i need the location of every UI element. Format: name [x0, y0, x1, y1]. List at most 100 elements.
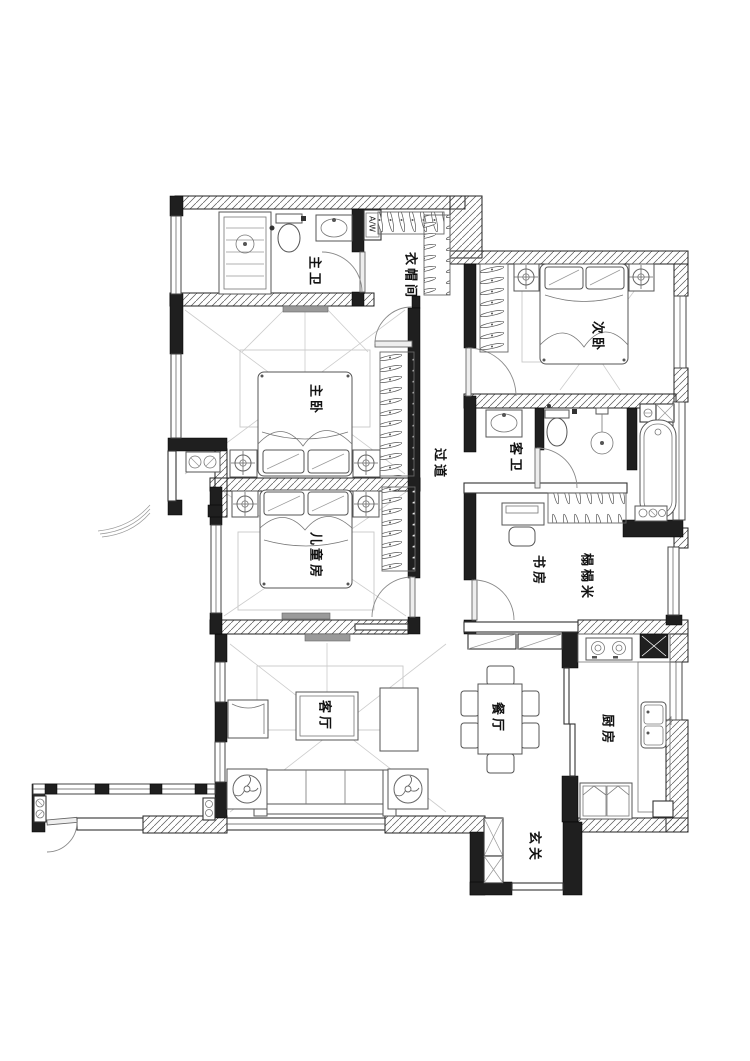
bathroom-sink-icon — [315, 214, 353, 242]
room-label-master-bathroom: 主卫 — [306, 255, 322, 289]
double-bed-icon — [257, 371, 353, 477]
control-box-icon — [634, 505, 668, 522]
wardrobe-icon — [381, 486, 416, 572]
room-label-children-room: 儿童房 — [307, 531, 323, 581]
side-cabinet-icon — [379, 687, 419, 752]
nightstand-icon — [352, 449, 381, 478]
tv-icon — [304, 633, 351, 642]
dining-chair-icon — [520, 690, 540, 717]
guest-bath-fixtures — [485, 404, 614, 455]
door-balcony — [46, 816, 78, 853]
desk-icon — [501, 502, 545, 526]
single-bed-icon — [259, 489, 353, 589]
speaker-icon — [226, 768, 268, 810]
corner-box-icon — [652, 800, 674, 818]
annotation-washer: A/W — [367, 215, 377, 233]
balcony-fixtures — [33, 795, 216, 823]
dining-chair-icon — [460, 690, 480, 717]
children-room-furniture — [231, 486, 416, 620]
hanger-rack-icon — [547, 492, 627, 524]
dining-furniture — [460, 633, 563, 774]
thin-walls — [76, 450, 628, 831]
drain-box-icon — [639, 403, 657, 423]
window — [667, 546, 680, 616]
pipe-lines-icon — [97, 504, 151, 538]
armchair-icon — [227, 699, 269, 739]
door-secondary-bedroom — [465, 347, 517, 397]
window — [669, 661, 683, 721]
room-label-entry-hall: 玄关 — [526, 830, 542, 864]
room-label-tatami: 榻榻米 — [578, 552, 594, 602]
washing-machine-icon — [185, 451, 221, 473]
wardrobe-icon — [379, 351, 415, 477]
kitchen-sink-icon — [640, 701, 672, 749]
secondary-bedroom-furniture — [479, 263, 655, 365]
shower-icon — [218, 211, 272, 295]
nightstand-icon — [229, 449, 258, 478]
living-room-furniture — [226, 633, 429, 817]
bathtub-icon — [639, 419, 677, 519]
room-label-guest-bathroom: 客卫 — [507, 441, 523, 475]
door-study — [471, 579, 515, 621]
stove-icon — [585, 637, 633, 661]
duct-box-icon — [655, 403, 675, 423]
kitchen-fixtures — [577, 633, 674, 820]
meter-box-icon — [33, 795, 47, 823]
window — [214, 741, 226, 783]
entry-threshold — [511, 882, 564, 891]
window — [170, 215, 182, 295]
dining-chair-icon — [520, 722, 540, 749]
tv-icon — [281, 612, 331, 620]
closet-fixtures — [363, 209, 451, 296]
utility-balcony — [97, 451, 221, 538]
dining-table-icon — [477, 683, 523, 755]
doors — [46, 251, 578, 853]
door-guest-bathroom — [534, 447, 578, 489]
room-label-study: 书房 — [530, 554, 546, 588]
window — [170, 353, 182, 439]
counter-icon — [577, 633, 671, 663]
bathroom-sink-icon — [485, 409, 523, 438]
window — [210, 524, 222, 614]
dining-chair-icon — [486, 665, 515, 686]
door-master-bath — [321, 251, 366, 293]
wall-cabinet-icon — [517, 633, 563, 650]
room-label-kitchen: 厨房 — [599, 713, 615, 747]
room-label-walk-in-closet: 衣帽间 — [402, 251, 418, 301]
room-label-secondary-bedroom: 次卧 — [589, 320, 605, 354]
tv-icon — [282, 305, 329, 313]
bathtub-niche — [634, 403, 677, 522]
dining-chair-icon — [460, 722, 480, 749]
door-master-bedroom — [374, 306, 413, 348]
entry-fixtures — [483, 817, 504, 884]
speaker-icon — [387, 768, 429, 810]
room-label-dining-room: 餐厅 — [489, 701, 505, 735]
master-bath-fixtures — [218, 211, 353, 295]
coffee-table-icon — [295, 691, 359, 741]
double-bed-icon — [539, 263, 629, 365]
corner-unit-icon — [639, 633, 669, 659]
toilet-icon — [544, 404, 577, 447]
chair-icon — [508, 526, 536, 547]
room-label-hallway: 过道 — [431, 447, 447, 481]
balcony-window-band — [32, 783, 216, 795]
shower-head-icon — [590, 407, 614, 455]
master-bedroom-furniture — [229, 305, 415, 478]
room-label-master-bedroom: 主卧 — [307, 383, 323, 417]
hanger-rack-icon — [423, 214, 451, 296]
door-children-room — [371, 576, 416, 618]
wardrobe-icon — [479, 263, 509, 353]
fridge-icon — [579, 782, 633, 820]
toilet-icon — [269, 213, 306, 253]
study-furniture — [501, 492, 627, 547]
shoe-cabinet-icon — [483, 817, 504, 884]
room-label-living-room: 客厅 — [316, 699, 332, 733]
wall-cabinet-icon — [467, 633, 517, 650]
window — [673, 295, 687, 369]
window — [214, 661, 226, 703]
dining-chair-icon — [486, 753, 515, 774]
structural-walls — [142, 195, 689, 834]
living-opening-threshold — [354, 623, 409, 631]
